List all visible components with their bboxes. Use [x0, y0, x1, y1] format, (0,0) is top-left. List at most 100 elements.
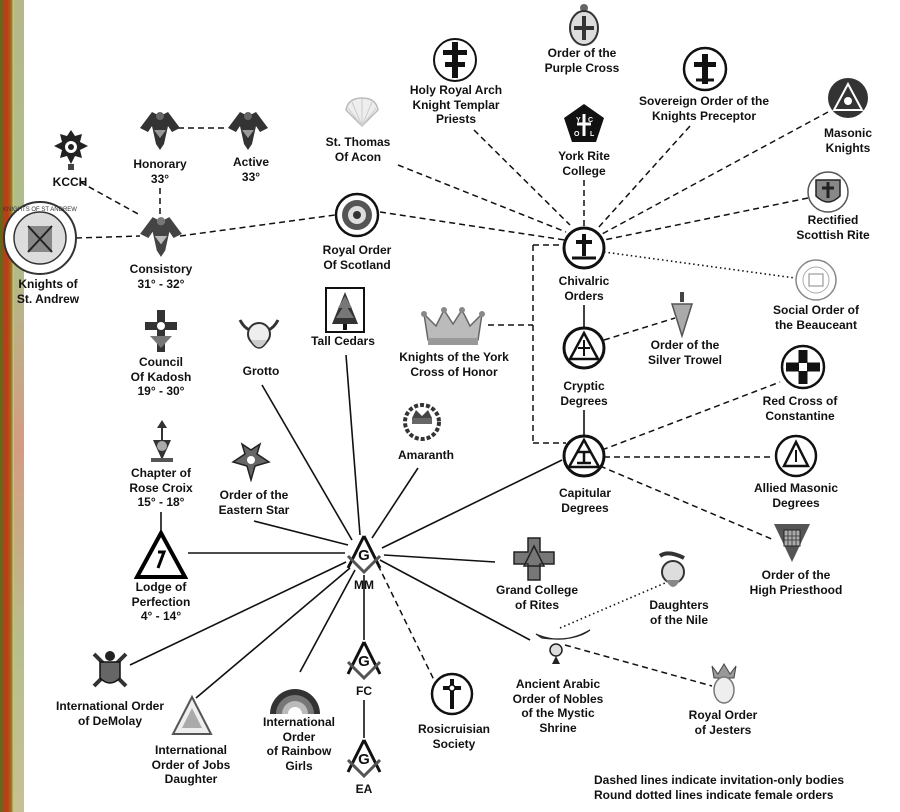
honorary-eagle-icon	[140, 112, 180, 150]
label-red-cross: Red Cross of Constantine	[762, 394, 838, 423]
line-mm-tallcedars	[345, 354, 361, 536]
label-perfection: Lodge of Perfection 4° - 14°	[131, 580, 191, 623]
chivalric-orders-icon	[562, 226, 606, 270]
label-kcch: KCCH	[52, 175, 88, 189]
york-letter-o: O	[574, 131, 580, 138]
label-tall-cedars: Tall Cedars	[311, 334, 375, 348]
label-rosicrucian: Rosicruisian Society	[417, 722, 491, 751]
grotto-head-icon	[238, 319, 280, 349]
label-rose-croix: Chapter of Rose Croix 15° - 18°	[129, 466, 193, 509]
label-active: Active 33°	[232, 155, 270, 184]
label-kadosh: Council Of Kadosh 19° - 30°	[130, 355, 192, 398]
label-jobs: International Order of Jobs Daughter	[151, 743, 231, 786]
label-grotto: Grotto	[242, 364, 280, 378]
eastern-star-icon	[231, 442, 271, 482]
line-standrew-consistory	[75, 235, 141, 239]
line-chivalric-beauceant	[603, 251, 796, 279]
line-royalscotland-chivalric	[379, 211, 566, 241]
kcch-cross-icon	[54, 130, 88, 170]
label-masonic-knights: Masonic Knights	[823, 126, 873, 155]
label-holy-royal-arch: Holy Royal Arch Knight Templar Priests	[409, 83, 503, 126]
knights-preceptor-icon	[682, 46, 728, 92]
silver-trowel-icon	[670, 292, 694, 338]
label-cryptic: Cryptic Degrees	[560, 379, 608, 408]
purple-cross-icon	[569, 4, 599, 46]
label-demolay: International Order of DeMolay	[55, 699, 165, 728]
rainbow-girls-arch-icon	[270, 689, 320, 714]
label-ea: EA	[355, 782, 373, 796]
fc-g-letter: G	[358, 653, 370, 670]
label-jesters: Royal Order of Jesters	[688, 708, 758, 737]
line-rectified-chivalric	[603, 197, 809, 241]
mm-square-compass-icon: G	[346, 535, 382, 574]
line-mm-rosicrucian	[377, 564, 435, 681]
tall-cedars-tree-icon	[325, 287, 365, 333]
high-priesthood-icon	[774, 524, 810, 562]
red-cross-constantine-icon	[780, 344, 826, 390]
label-york-college: York Rite College	[558, 149, 610, 178]
label-royal-scotland: Royal Order Of Scotland	[322, 243, 392, 272]
label-st-andrew: Knights of St. Andrew	[16, 277, 80, 306]
york-letter-l: L	[590, 131, 595, 138]
left-border-stripe-overlay	[14, 0, 24, 812]
label-allied: Allied Masonic Degrees	[753, 481, 839, 510]
label-shrine: Ancient Arabic Order of Nobles of the My…	[512, 677, 604, 735]
line-mm-easternstar	[253, 520, 349, 546]
label-chivalric: Chivalric Orders	[558, 274, 610, 303]
demolay-emblem-icon	[92, 651, 128, 688]
rosicrucian-cross-icon	[430, 672, 474, 716]
line-consistory-royalscotland	[179, 214, 336, 237]
york-cross-crown-icon	[421, 307, 485, 345]
rose-croix-icon	[151, 420, 173, 462]
label-purple-cross: Order of the Purple Cross	[544, 46, 620, 75]
capitular-degrees-icon	[562, 434, 606, 478]
line-cryptic-silvertrowel	[603, 317, 676, 341]
rectified-rite-icon	[807, 171, 849, 213]
label-rectified: Rectified Scottish Rite	[796, 213, 870, 242]
label-silver-trowel: Order of the Silver Trowel	[647, 338, 723, 367]
beauceant-seal-icon	[795, 259, 837, 301]
ea-g-letter: G	[358, 751, 370, 768]
seal-text: KNIGHTS OF ST ANDREW	[3, 207, 77, 213]
jesters-head-icon	[711, 663, 737, 704]
label-st-thomas: St. Thomas Of Acon	[325, 135, 391, 164]
york-letter-y: Y	[576, 117, 581, 124]
label-high-priesthood: Order of the High Priesthood	[749, 568, 843, 597]
holy-royal-arch-icon	[433, 38, 477, 82]
daughters-nile-icon	[658, 551, 685, 587]
left-border-stripe	[0, 0, 14, 812]
allied-masonic-icon	[774, 434, 818, 478]
line-preceptor-chivalric	[597, 125, 691, 229]
line-mm-rainbow	[299, 569, 356, 673]
label-amaranth: Amaranth	[397, 448, 455, 462]
label-knights-preceptor: Sovereign Order of the Knights Preceptor	[638, 94, 770, 123]
york-college-pentagon-icon: Y C O L	[564, 104, 604, 142]
line-holyroyalarch-chivalric	[473, 129, 571, 226]
line-mm-grandcollege	[383, 554, 496, 563]
label-grand-college: Grand College of Rites	[495, 583, 579, 612]
line-capitular-redcross	[601, 381, 781, 451]
legend: Dashed lines indicate invitation-only bo…	[594, 773, 844, 803]
perfection-triangle-icon	[134, 530, 188, 579]
line-mm-grotto	[261, 384, 353, 541]
cryptic-degrees-icon	[562, 326, 606, 370]
label-eastern-star: Order of the Eastern Star	[218, 488, 290, 517]
label-daughters-nile: Daughters of the Nile	[649, 598, 709, 627]
line-mm-amaranth	[371, 467, 419, 539]
mm-g-letter: G	[358, 547, 370, 564]
ea-square-compass-icon: G	[346, 739, 382, 778]
label-fc: FC	[356, 684, 372, 698]
shrine-scimitar-icon	[535, 629, 591, 664]
label-beauceant: Social Order of the Beauceant	[772, 303, 860, 332]
kadosh-cross-icon	[145, 310, 177, 352]
line-masonicknights-chivalric	[601, 111, 829, 235]
fc-square-compass-icon: G	[346, 641, 382, 680]
line-mm-shrine	[379, 559, 531, 641]
amaranth-wreath-icon	[403, 403, 441, 441]
label-capitular: Capitular Degrees	[558, 486, 612, 515]
line-shrine-jesters	[564, 644, 713, 687]
label-honorary: Honorary 33°	[133, 157, 187, 186]
royal-scotland-icon	[334, 192, 380, 238]
